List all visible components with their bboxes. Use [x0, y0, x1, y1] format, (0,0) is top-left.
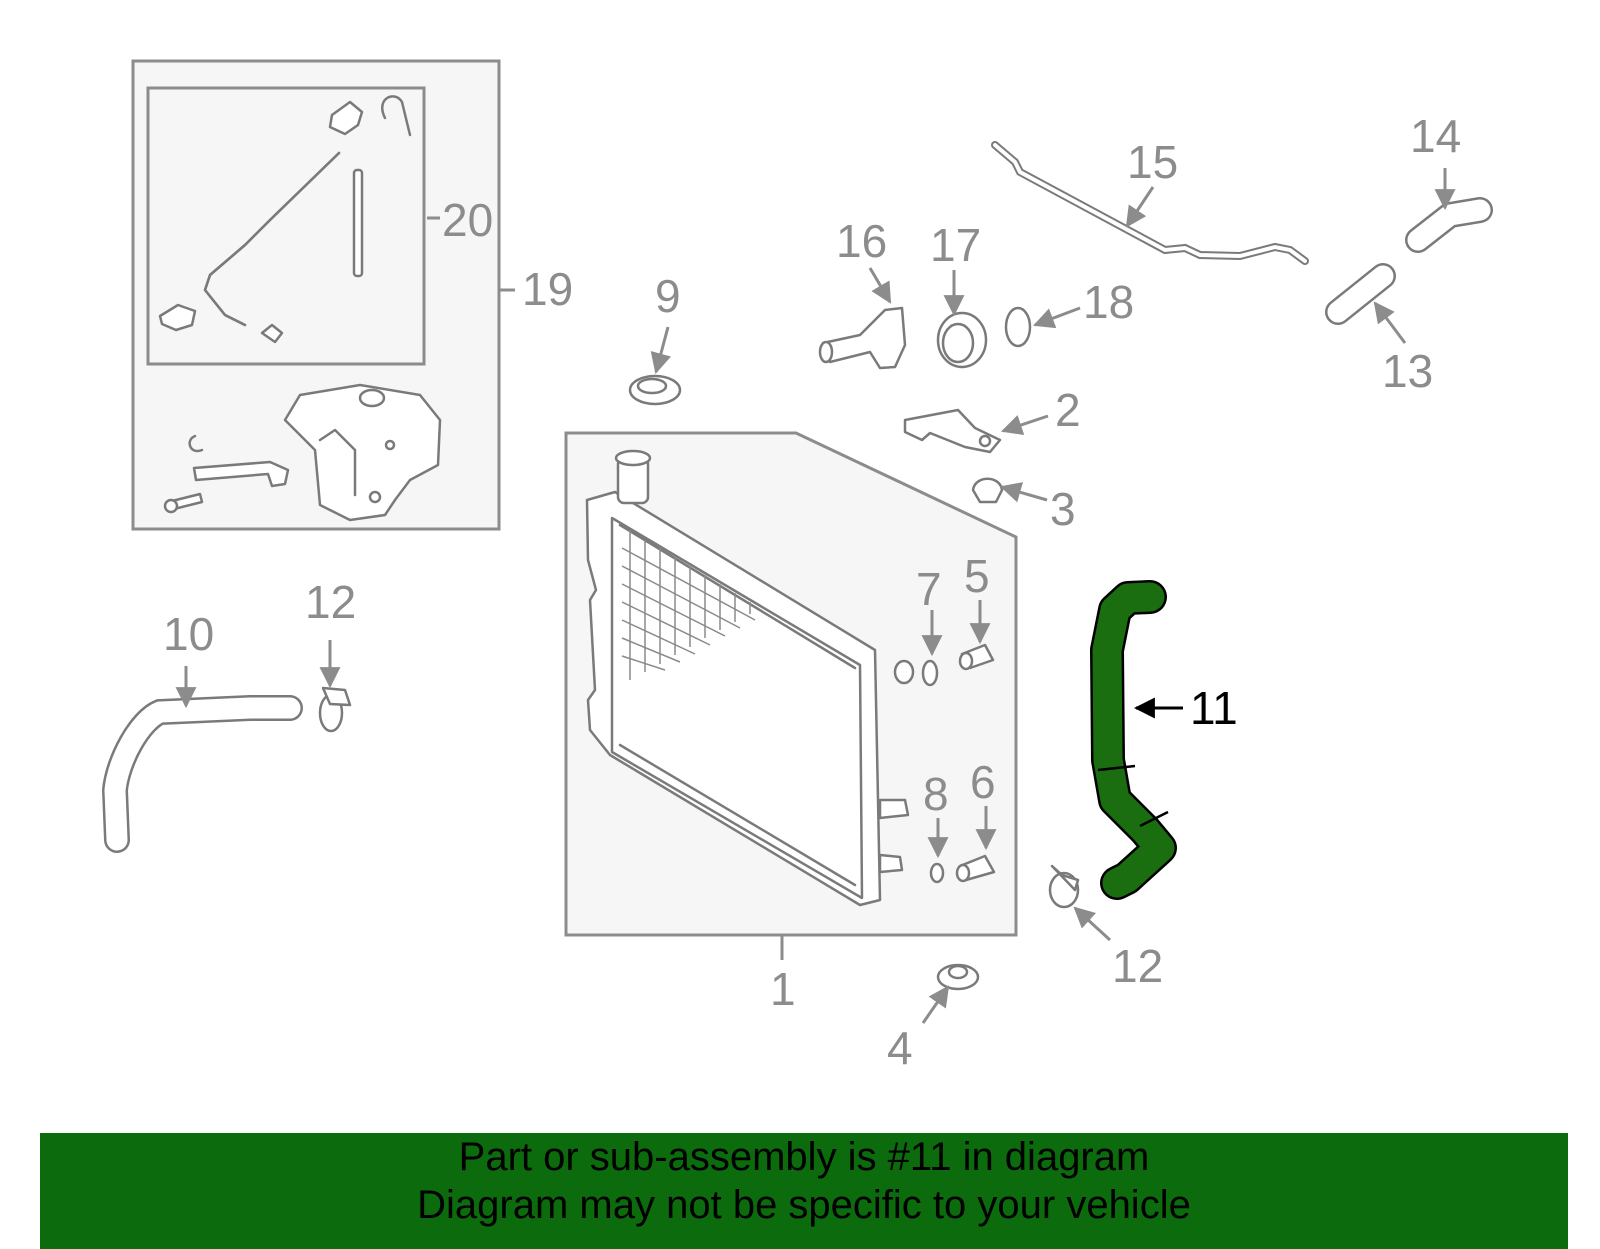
- callout-19: 19: [522, 263, 573, 315]
- reservoir-tank: [163, 383, 442, 522]
- callout-2: 2: [1055, 384, 1081, 436]
- part-13-hose: [1325, 263, 1396, 325]
- part-12-clamp-left: [318, 686, 352, 733]
- part-14-hose: [1405, 197, 1493, 253]
- part-11-radiator-hose-highlighted: [1090, 580, 1177, 900]
- part-16-water-inlet: [818, 306, 907, 370]
- reservoir-group-19: [131, 59, 501, 531]
- part-17-thermostat: [936, 311, 988, 369]
- part-15-pipe: [991, 141, 1309, 265]
- callout-1: 1: [770, 963, 796, 1015]
- callout-15: 15: [1127, 136, 1178, 188]
- part-18-gasket: [1004, 306, 1032, 348]
- callout-5: 5: [964, 550, 990, 602]
- part-2-bracket: [903, 408, 1002, 454]
- callout-13: 13: [1382, 345, 1433, 397]
- part-5-drain-plug: [958, 643, 995, 671]
- part-3-clip: [971, 477, 1004, 504]
- part-10-hose: [101, 695, 303, 853]
- callout-10: 10: [163, 608, 214, 660]
- callout-12-left: 12: [305, 576, 356, 628]
- part-9-radiator-cap: [628, 374, 682, 406]
- info-banner: Part or sub-assembly is #11 in diagram D…: [40, 1133, 1568, 1249]
- callout-7: 7: [916, 563, 942, 615]
- callout-20: 20: [442, 194, 493, 246]
- callout-14: 14: [1410, 110, 1461, 162]
- leader-lines: [175, 168, 1456, 1024]
- callout-3: 3: [1050, 483, 1076, 535]
- callout-8: 8: [923, 768, 949, 820]
- banner-line-disclaimer: Diagram may not be specific to your vehi…: [417, 1183, 1191, 1227]
- part-12-clamp-right: [1048, 864, 1080, 909]
- callout-6: 6: [970, 756, 996, 808]
- callout-16: 16: [836, 215, 887, 267]
- callout-11: 11: [1190, 682, 1238, 734]
- part-6-drain-plug: [955, 854, 996, 883]
- radiator-core: [585, 449, 915, 907]
- part-4-cap: [936, 963, 980, 991]
- radiator-group-1: [564, 431, 1018, 960]
- callout-12-right: 12: [1112, 940, 1163, 992]
- callout-18: 18: [1083, 276, 1134, 328]
- callout-17: 17: [930, 219, 981, 271]
- banner-line-part-number: Part or sub-assembly is #11 in diagram: [458, 1135, 1150, 1179]
- part-7-o-ring: [921, 659, 939, 687]
- callout-4: 4: [887, 1022, 913, 1074]
- reservoir-hose-set-20: [158, 95, 412, 344]
- callout-9: 9: [655, 270, 681, 322]
- part-8-o-ring: [929, 862, 945, 884]
